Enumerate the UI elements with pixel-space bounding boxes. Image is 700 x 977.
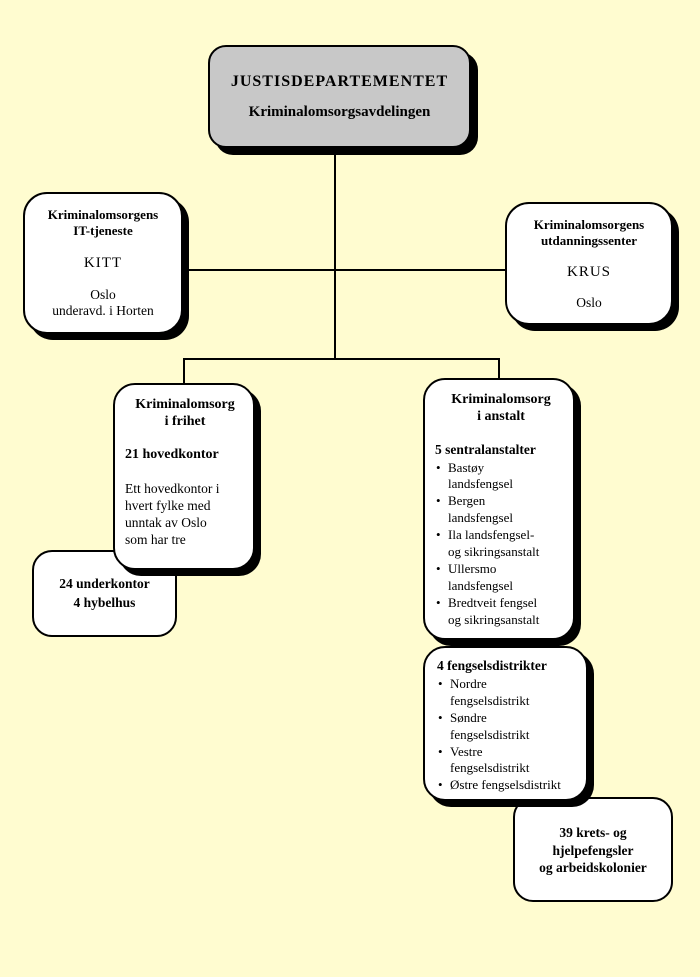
- bullet-item: Ila landsfengsel- og sikringsanstalt: [435, 527, 567, 561]
- anstalt-subtitle: 5 sentralanstalter: [435, 441, 536, 457]
- anstalt-title: Kriminalomsorg i anstalt: [451, 392, 551, 424]
- bullet-item: Bergen landsfengsel: [435, 493, 567, 527]
- kitt-title: Kriminalomsorgens IT-tjeneste: [47, 207, 159, 239]
- bullet-item: Ullersmo landsfengsel: [435, 561, 567, 595]
- distrikter-list: Nordre fengselsdistriktSøndre fengselsdi…: [437, 676, 582, 794]
- bullet-item: Østre fengselsdistrikt: [437, 777, 582, 794]
- bullet-item: Vestre fengselsdistrikt: [437, 744, 582, 778]
- node-kriminalomsorg-i-frihet: Kriminalomsorg i frihet 21 hovedkontor E…: [113, 383, 255, 570]
- bullet-item: Bastøy landsfengsel: [435, 460, 567, 494]
- top-box-title: JUSTISDEPARTEMENTET: [230, 72, 449, 90]
- node-kitt: Kriminalomsorgens IT-tjeneste KITT Oslo …: [23, 192, 183, 334]
- node-krus: Kriminalomsorgens utdanningssenter KRUS …: [505, 202, 673, 325]
- krets-box-text: 39 krets- og hjelpefengsler og arbeidsko…: [539, 825, 647, 876]
- krus-title: Kriminalomsorgens utdanningssenter: [533, 217, 645, 249]
- node-krets-og-hjelpefengsler: 39 krets- og hjelpefengsler og arbeidsko…: [513, 797, 673, 902]
- anstalt-list: Bastøy landsfengselBergen landsfengselIl…: [435, 460, 567, 629]
- frihet-body: Ett hovedkontor i hvert fylke med unntak…: [125, 480, 220, 547]
- connector-kitt-krus-horizontal: [183, 269, 505, 271]
- connector-drop-left: [183, 358, 185, 386]
- kitt-abbr: KITT: [83, 254, 123, 271]
- underkontor-text: 24 underkontor 4 hybelhus: [59, 575, 150, 610]
- kitt-location: Oslo underavd. i Horten: [52, 286, 154, 318]
- krus-location: Oslo: [576, 294, 602, 310]
- bullet-item: Søndre fengselsdistrikt: [437, 710, 582, 744]
- distrikter-heading: 4 fengselsdistrikter: [437, 658, 547, 673]
- top-box-subtitle: Kriminalomsorgsavdelingen: [248, 103, 431, 120]
- frihet-subtitle: 21 hovedkontor: [125, 446, 219, 462]
- node-justisdepartementet: JUSTISDEPARTEMENTET Kriminalomsorgsavdel…: [208, 45, 471, 148]
- connector-drop-right: [498, 358, 500, 382]
- bullet-item: Bredtveit fengsel og sikringsanstalt: [435, 595, 567, 629]
- frihet-title: Kriminalomsorg i frihet: [135, 397, 235, 429]
- krus-abbr: KRUS: [566, 263, 611, 280]
- node-kriminalomsorg-i-anstalt: Kriminalomsorg i anstalt 5 sentralanstal…: [423, 378, 575, 640]
- connector-top-vertical: [334, 148, 336, 360]
- bullet-item: Nordre fengselsdistrikt: [437, 676, 582, 710]
- connector-branch-horizontal: [183, 358, 500, 360]
- node-fengselsdistrikter: 4 fengselsdistrikter Nordre fengselsdist…: [423, 646, 588, 801]
